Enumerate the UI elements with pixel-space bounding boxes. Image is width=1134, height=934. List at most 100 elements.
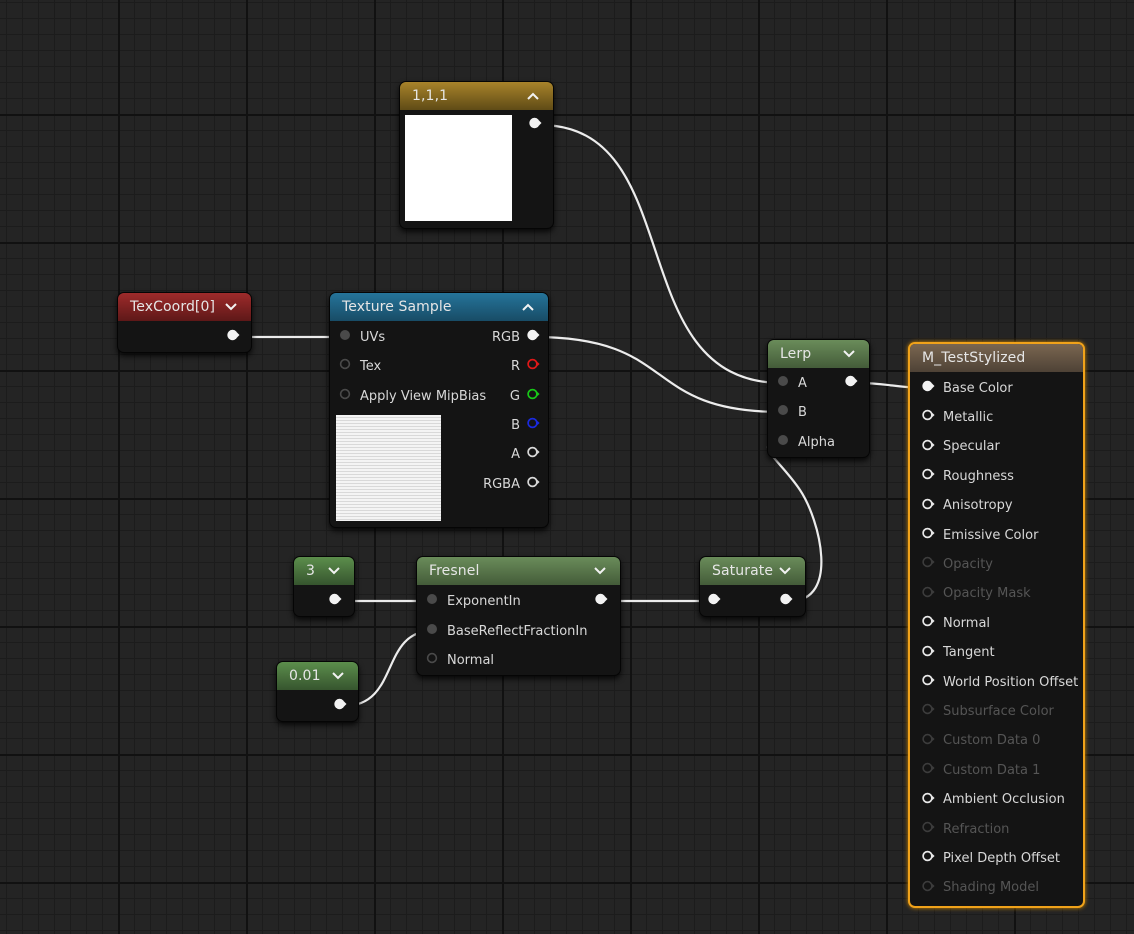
fresnel-input-basereflect[interactable]: BaseReflectFractionIn bbox=[425, 621, 588, 641]
pin-icon[interactable] bbox=[526, 387, 540, 405]
texture-sample-output-a[interactable]: A bbox=[511, 444, 540, 464]
material-input-shading-model[interactable]: Shading Model bbox=[921, 878, 1039, 898]
pin-icon[interactable] bbox=[526, 328, 540, 346]
lerp-input-alpha[interactable]: Alpha bbox=[776, 432, 835, 452]
pin-icon[interactable] bbox=[333, 697, 347, 715]
pin-icon[interactable] bbox=[921, 644, 935, 662]
pin-icon[interactable] bbox=[328, 592, 342, 610]
pin-icon[interactable] bbox=[338, 328, 352, 346]
material-input-roughness[interactable]: Roughness bbox=[921, 466, 1014, 486]
pin-icon[interactable] bbox=[776, 403, 790, 421]
material-input-anisotropy[interactable]: Anisotropy bbox=[921, 496, 1013, 516]
chevron-up-icon[interactable] bbox=[518, 297, 538, 317]
pin-icon[interactable] bbox=[707, 592, 721, 610]
material-input-normal[interactable]: Normal bbox=[921, 613, 990, 633]
texcoord-node-header[interactable]: TexCoord[0] bbox=[118, 293, 251, 321]
saturate-node-header[interactable]: Saturate bbox=[700, 557, 805, 585]
material-input-ambient-occlusion[interactable]: Ambient Occlusion bbox=[921, 790, 1065, 810]
texture-sample-output-b[interactable]: B bbox=[511, 415, 540, 435]
pin-icon[interactable] bbox=[921, 526, 935, 544]
texture-sample-output-rgba[interactable]: RGBA bbox=[483, 474, 540, 494]
pin-icon[interactable] bbox=[338, 387, 352, 405]
pin-icon[interactable] bbox=[921, 673, 935, 691]
constant-001-node-header[interactable]: 0.01 bbox=[277, 662, 358, 690]
constant-001-node[interactable]: 0.01 bbox=[276, 661, 359, 722]
texture-sample-output-r[interactable]: R bbox=[511, 356, 540, 376]
material-input-custom-data-0[interactable]: Custom Data 0 bbox=[921, 731, 1040, 751]
pin-icon[interactable] bbox=[425, 651, 439, 669]
pin-icon[interactable] bbox=[921, 555, 935, 573]
material-input-pixel-depth-offset[interactable]: Pixel Depth Offset bbox=[921, 848, 1060, 868]
material-input-refraction[interactable]: Refraction bbox=[921, 819, 1009, 839]
pin-icon[interactable] bbox=[425, 622, 439, 640]
material-input-emissive-color[interactable]: Emissive Color bbox=[921, 525, 1038, 545]
pin-icon[interactable] bbox=[921, 791, 935, 809]
constant-3-node-header[interactable]: 3 bbox=[294, 557, 354, 585]
fresnel-input-exponent[interactable]: ExponentIn bbox=[425, 591, 521, 611]
material-input-world-position-offset[interactable]: World Position Offset bbox=[921, 672, 1078, 692]
lerp-input-b[interactable]: B bbox=[776, 402, 807, 422]
pin-icon[interactable] bbox=[921, 849, 935, 867]
pin-icon[interactable] bbox=[338, 357, 352, 375]
constant-color-output-pin[interactable] bbox=[528, 115, 542, 135]
pin-icon[interactable] bbox=[921, 702, 935, 720]
constant-001-output-pin[interactable] bbox=[333, 696, 347, 716]
constant-color-node-header[interactable]: 1,1,1 bbox=[400, 82, 553, 110]
pin-icon[interactable] bbox=[921, 497, 935, 515]
constant-3-output-pin[interactable] bbox=[328, 591, 342, 611]
material-result-node-header[interactable]: M_TestStylized bbox=[910, 344, 1083, 372]
pin-icon[interactable] bbox=[594, 592, 608, 610]
pin-icon[interactable] bbox=[526, 445, 540, 463]
constant-color-node[interactable]: 1,1,1 bbox=[399, 81, 554, 229]
texture-sample-node[interactable]: Texture Sample bbox=[329, 292, 549, 528]
chevron-down-icon[interactable] bbox=[775, 561, 795, 581]
fresnel-input-normal[interactable]: Normal bbox=[425, 650, 494, 670]
material-input-opacity-mask[interactable]: Opacity Mask bbox=[921, 584, 1031, 604]
texture-sample-input-mipbias[interactable]: Apply View MipBias bbox=[338, 386, 486, 406]
texcoord-output-pin[interactable] bbox=[226, 327, 240, 347]
lerp-node-header[interactable]: Lerp bbox=[768, 340, 869, 368]
material-input-metallic[interactable]: Metallic bbox=[921, 407, 993, 427]
pin-icon[interactable] bbox=[776, 374, 790, 392]
pin-icon[interactable] bbox=[921, 408, 935, 426]
chevron-down-icon[interactable] bbox=[590, 561, 610, 581]
chevron-up-icon[interactable] bbox=[523, 86, 543, 106]
material-result-node[interactable]: M_TestStylized bbox=[908, 342, 1085, 908]
texcoord-node[interactable]: TexCoord[0] bbox=[117, 292, 252, 353]
material-input-subsurface-color[interactable]: Subsurface Color bbox=[921, 701, 1054, 721]
pin-icon[interactable] bbox=[526, 357, 540, 375]
pin-icon[interactable] bbox=[226, 328, 240, 346]
pin-icon[interactable] bbox=[921, 820, 935, 838]
pin-icon[interactable] bbox=[526, 416, 540, 434]
pin-icon[interactable] bbox=[921, 879, 935, 897]
material-input-tangent[interactable]: Tangent bbox=[921, 643, 995, 663]
pin-icon[interactable] bbox=[844, 374, 858, 392]
chevron-down-icon[interactable] bbox=[221, 297, 241, 317]
pin-icon[interactable] bbox=[528, 116, 542, 134]
texture-sample-output-g[interactable]: G bbox=[510, 386, 540, 406]
saturate-output-pin[interactable] bbox=[779, 591, 793, 611]
pin-icon[interactable] bbox=[921, 761, 935, 779]
texture-sample-input-uvs[interactable]: UVs bbox=[338, 327, 385, 347]
pin-icon[interactable] bbox=[921, 614, 935, 632]
saturate-input-pin[interactable] bbox=[707, 591, 721, 611]
pin-icon[interactable] bbox=[425, 592, 439, 610]
pin-icon[interactable] bbox=[921, 379, 935, 397]
material-input-custom-data-1[interactable]: Custom Data 1 bbox=[921, 760, 1040, 780]
chevron-down-icon[interactable] bbox=[839, 344, 859, 364]
texture-sample-input-tex[interactable]: Tex bbox=[338, 356, 381, 376]
pin-icon[interactable] bbox=[526, 475, 540, 493]
material-input-opacity[interactable]: Opacity bbox=[921, 554, 993, 574]
fresnel-node[interactable]: Fresnel bbox=[416, 556, 621, 676]
lerp-output-pin[interactable] bbox=[844, 373, 858, 393]
texture-sample-output-rgb[interactable]: RGB bbox=[492, 327, 540, 347]
fresnel-node-header[interactable]: Fresnel bbox=[417, 557, 620, 585]
material-input-base-color[interactable]: Base Color bbox=[921, 378, 1013, 398]
pin-icon[interactable] bbox=[776, 433, 790, 451]
pin-icon[interactable] bbox=[921, 467, 935, 485]
pin-icon[interactable] bbox=[779, 592, 793, 610]
chevron-down-icon[interactable] bbox=[324, 561, 344, 581]
texture-sample-node-header[interactable]: Texture Sample bbox=[330, 293, 548, 321]
material-input-specular[interactable]: Specular bbox=[921, 437, 1000, 457]
